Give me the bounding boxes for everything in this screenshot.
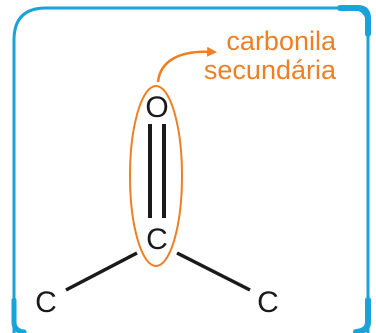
single-bond-right xyxy=(176,251,251,292)
atom-oxygen: O xyxy=(145,91,168,124)
atom-carbonyl-carbon: C xyxy=(146,223,168,256)
atom-left-carbon: C xyxy=(35,286,57,319)
callout-arrow xyxy=(156,46,217,83)
atom-right-carbon: C xyxy=(257,286,279,319)
single-bond-left xyxy=(65,251,138,292)
frame-corner-bottom-right xyxy=(353,297,371,333)
carbonyl-highlight-ellipse xyxy=(129,85,183,267)
callout-label-line1: carbonila xyxy=(226,26,337,56)
frame-corner-bottom-left xyxy=(11,297,27,333)
frame-corner-top-right xyxy=(337,5,371,37)
callout-label-line2: secundária xyxy=(204,55,337,85)
